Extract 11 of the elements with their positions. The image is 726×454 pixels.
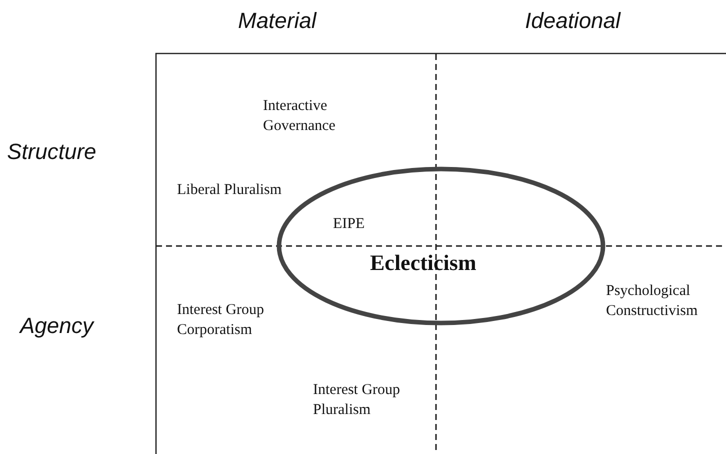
axis-label: Ideational <box>525 8 620 34</box>
quadrant-label: Interest Group Corporatism <box>177 301 266 340</box>
quadrant-label: Interactive Governance <box>263 97 336 136</box>
quadrant-label: Interest Group Pluralism <box>313 381 402 420</box>
axis-label: Structure <box>7 139 96 165</box>
quadrant-label: Liberal Pluralism <box>177 181 283 200</box>
center-title: Eclecticism <box>370 250 476 276</box>
axis-label: Material <box>238 8 316 34</box>
quadrant-label: Psychological Constructivism <box>606 282 699 321</box>
inner-label: EIPE <box>333 216 365 233</box>
axis-label: Agency <box>20 313 94 339</box>
